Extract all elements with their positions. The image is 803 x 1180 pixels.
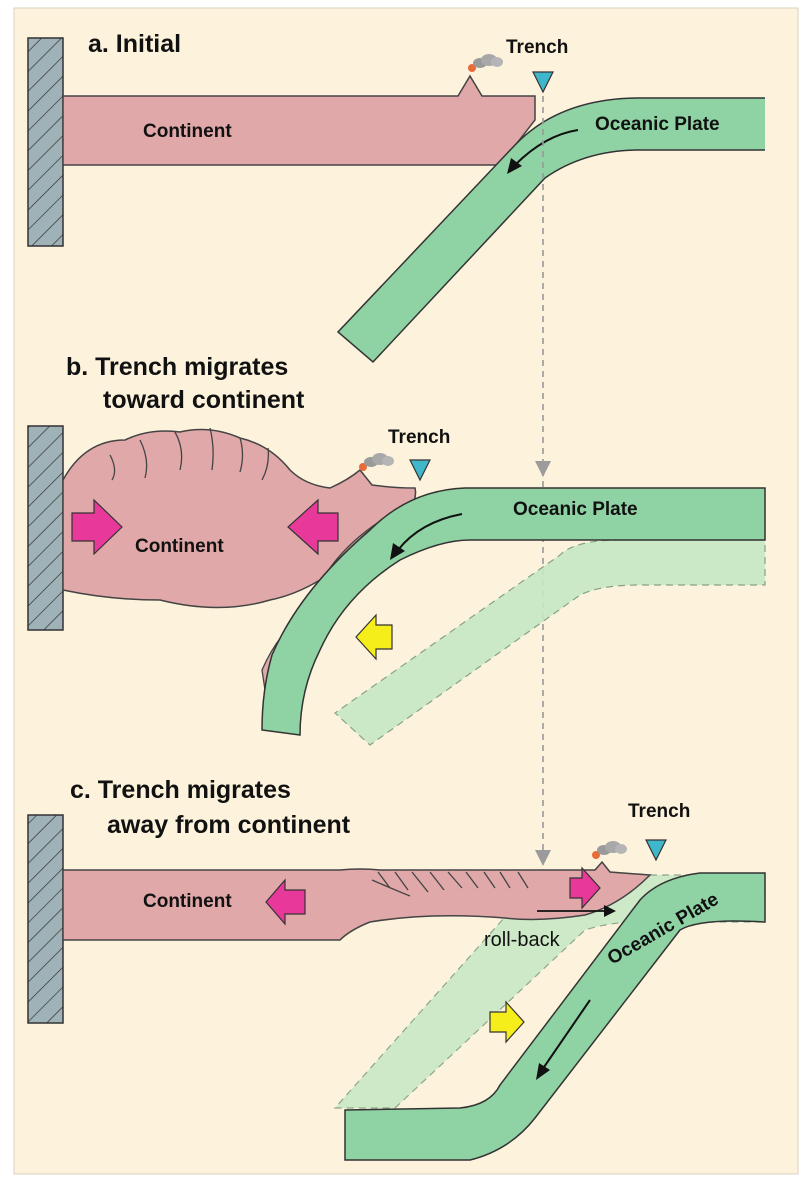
- panel-c-rollback-label: roll-back: [484, 929, 561, 951]
- panel-a-continent-label: Continent: [143, 121, 232, 142]
- panel-a-trench-label: Trench: [506, 37, 568, 58]
- panel-a-heading: a. Initial: [88, 30, 181, 58]
- panel-a-wall: [28, 38, 63, 246]
- panel-c-heading-line1: c. Trench migrates: [70, 776, 291, 804]
- panel-b-heading-line1: b. Trench migrates: [66, 353, 288, 381]
- panel-c-wall: [28, 815, 63, 1023]
- panel-c-continent-label: Continent: [143, 891, 232, 912]
- panel-a-plate-label: Oceanic Plate: [595, 114, 720, 135]
- panel-c-heading-line2: away from continent: [107, 811, 351, 839]
- panel-c-trench-label: Trench: [628, 801, 690, 822]
- panel-b-plate-label: Oceanic Plate: [513, 499, 638, 520]
- panel-b-continent-label: Continent: [135, 536, 224, 557]
- panel-b-wall: [28, 426, 63, 630]
- panel-b-trench-label: Trench: [388, 427, 450, 448]
- panel-b-heading-line2: toward continent: [103, 386, 305, 414]
